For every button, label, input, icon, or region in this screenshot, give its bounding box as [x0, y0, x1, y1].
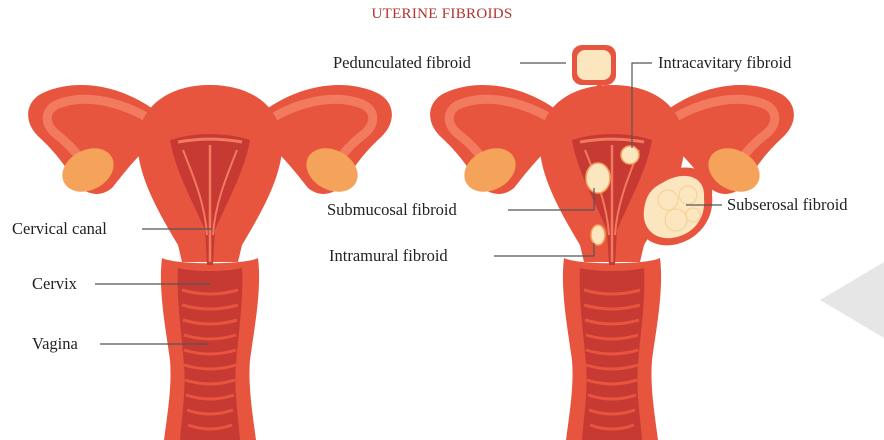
label-intramural-fibroid: Intramural fibroid	[329, 247, 448, 265]
label-subserosal-fibroid: Subserosal fibroid	[727, 196, 848, 214]
uterus-right	[430, 85, 794, 440]
label-pedunculated-fibroid: Pedunculated fibroid	[333, 54, 471, 72]
label-submucosal-fibroid: Submucosal fibroid	[327, 201, 457, 219]
label-intracavitary-fibroid: Intracavitary fibroid	[658, 54, 791, 72]
intramural-fibroid	[591, 225, 605, 245]
watermark-chevron	[820, 262, 884, 338]
label-cervix: Cervix	[32, 275, 77, 293]
submucosal-fibroid	[586, 163, 610, 193]
intracavitary-fibroid	[621, 146, 639, 164]
label-vagina: Vagina	[32, 335, 78, 353]
label-cervical-canal: Cervical canal	[12, 220, 107, 238]
